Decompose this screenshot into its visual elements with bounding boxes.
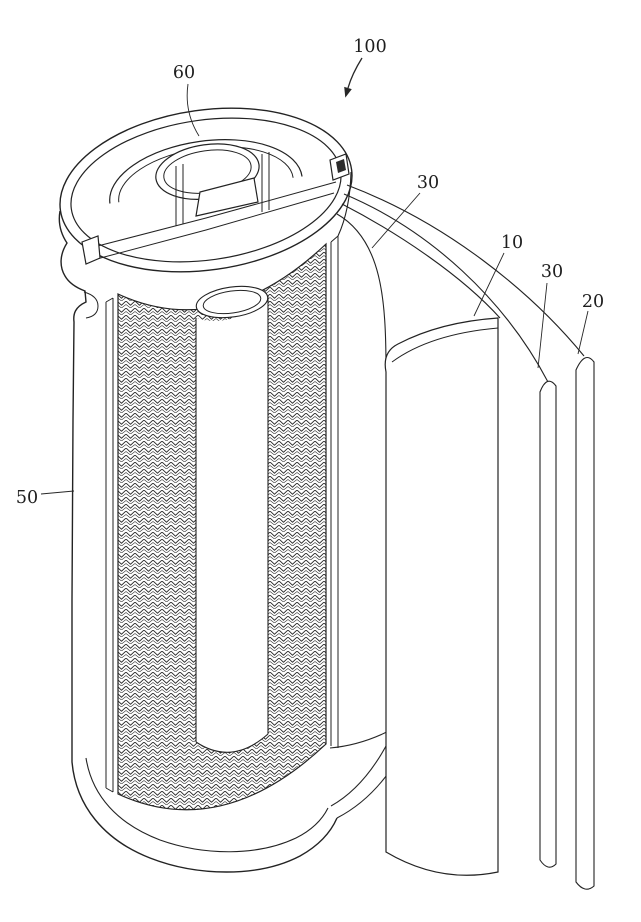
label-30-right: 30 [541, 262, 563, 282]
can-crimp-groove [83, 291, 99, 319]
leader-60 [186, 83, 200, 137]
label-20: 20 [582, 292, 604, 312]
can-shoulder-right [337, 171, 352, 237]
cap-crimp-fill-right [336, 159, 346, 173]
cap-assembly [59, 107, 353, 273]
jelly-roll-hatch [118, 244, 326, 810]
ribbon-to-separator-30 [343, 193, 549, 383]
cap-outer-rim [59, 107, 353, 273]
can-body [58, 171, 352, 873]
sheet-electrode-10 [384, 317, 499, 876]
label-30-upper: 30 [417, 173, 439, 193]
can-outline [58, 210, 338, 873]
cap-section-band [89, 181, 337, 261]
arrowhead-100 [344, 86, 352, 98]
core-top-inner-ring [202, 289, 262, 315]
can-wall-section-left [105, 297, 114, 793]
core-top-opening [195, 285, 269, 319]
cap-inner-crimp-bars [175, 152, 270, 226]
label-10: 10 [501, 233, 523, 253]
ribbon-to-electrode-20 [346, 184, 585, 357]
label-100: 100 [353, 37, 386, 57]
cap-crimp-section-left [81, 235, 101, 265]
leader-30-upper [371, 192, 421, 249]
leader-50 [40, 490, 75, 495]
core-cavity-edges [195, 296, 269, 753]
leader-20 [577, 310, 589, 355]
leader-10 [473, 252, 505, 317]
leader-lines [40, 57, 589, 495]
cap-vent-section [195, 177, 259, 217]
leader-100 [347, 57, 363, 89]
ribbon-upper-band [341, 203, 501, 319]
label-60: 60 [173, 63, 195, 83]
jelly-roll [117, 242, 327, 811]
can-wall-section-right [330, 235, 339, 748]
unwound-sheets [384, 317, 595, 890]
sheet-separator-30 [539, 380, 557, 868]
ribbon-lower-band [336, 213, 387, 371]
leader-30-right [537, 282, 548, 369]
cap-ring-back-arc [109, 139, 303, 204]
label-50: 50 [16, 488, 38, 508]
unwound-ribbon [336, 184, 585, 383]
jelly-roll-outline [117, 242, 327, 811]
reference-numerals: 100 60 30 10 30 20 50 [16, 37, 604, 508]
sheet-electrode-10-fold-line [391, 327, 499, 363]
can-inner-bottom [85, 757, 329, 853]
sheet-electrode-20 [575, 356, 595, 890]
